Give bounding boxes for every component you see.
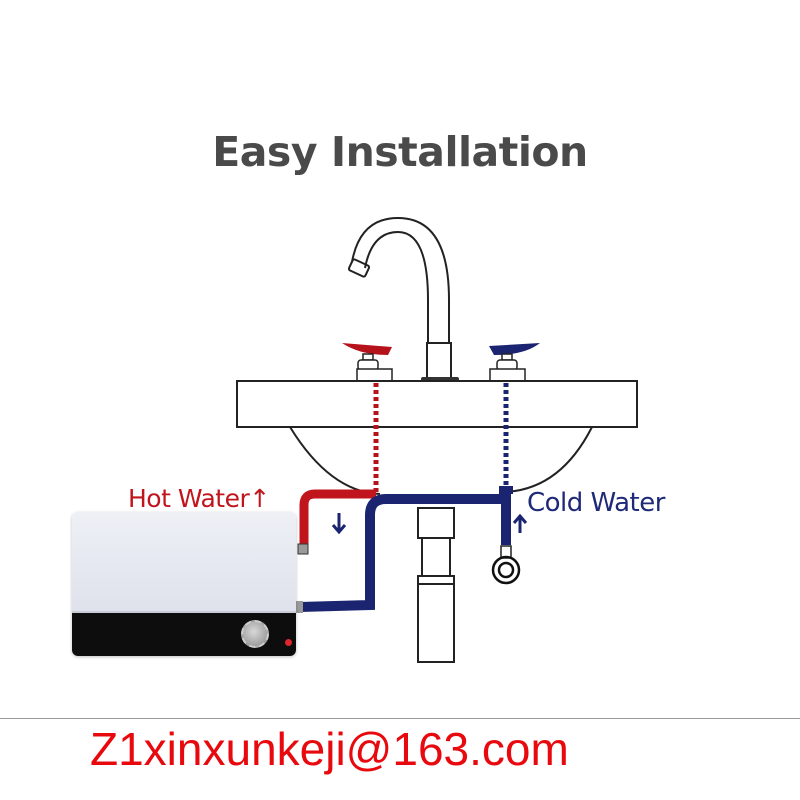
- cold-handle-icon: [489, 343, 540, 382]
- shutoff-valve-icon: [491, 545, 521, 585]
- heater-control-panel: [72, 613, 296, 656]
- drain-pipe: [417, 507, 455, 663]
- divider: [0, 718, 800, 719]
- page-title: Easy Installation: [212, 128, 588, 176]
- cold-water-pipe: [299, 494, 511, 612]
- faucet-icon: [347, 216, 452, 380]
- sink-basin: [289, 426, 593, 495]
- temperature-knob-icon: [241, 620, 269, 648]
- sink-countertop: [236, 380, 638, 428]
- contact-email: Z1xinxunkeji@163.com: [90, 723, 569, 775]
- power-indicator-icon: [285, 639, 292, 646]
- hot-flow-arrow-down-icon: [331, 513, 347, 535]
- hot-water-label: Hot Water↑: [128, 484, 270, 513]
- hot-water-pipe: [299, 489, 376, 546]
- hot-handle-icon: [342, 343, 393, 382]
- cold-flow-arrow-up-icon: [512, 513, 528, 533]
- cold-water-label: Cold Water: [527, 488, 665, 518]
- water-heater: [72, 512, 296, 656]
- heater-body: [72, 512, 296, 613]
